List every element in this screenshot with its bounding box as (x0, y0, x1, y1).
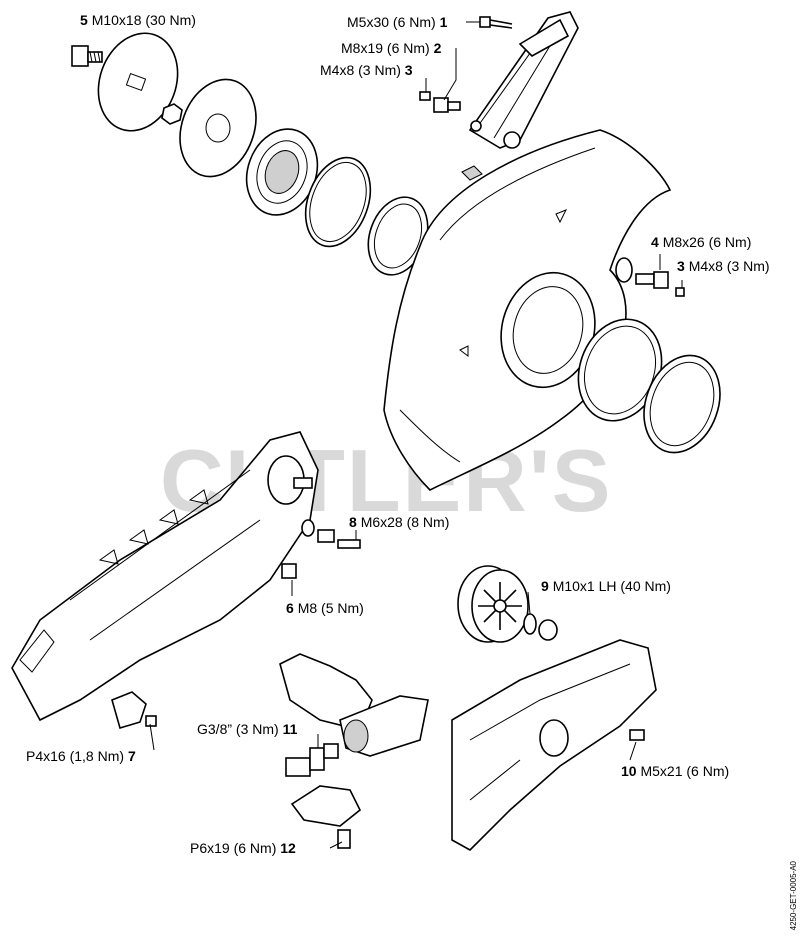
blade-guard (383, 129, 672, 491)
guard-ring-2 (643, 354, 721, 454)
bolt-m10x18 (71, 45, 103, 67)
callout-4: 4 M8x26 (6 Nm) (651, 234, 752, 250)
nut-6 (281, 563, 297, 579)
lock-nut (161, 103, 183, 125)
callout-12: P6x19 (6 Nm) 12 (190, 840, 296, 856)
spacer-ring-1 (304, 156, 372, 248)
screw-2 (433, 97, 461, 113)
handle-bracket (279, 653, 429, 757)
callout-8: 8 M6x28 (8 Nm) (349, 514, 450, 530)
bolt-8 (301, 519, 361, 549)
screw-7 (111, 691, 157, 729)
callout-3-right: 3 M4x8 (3 Nm) (677, 258, 770, 274)
callout-6: 6 M8 (5 Nm) (286, 600, 364, 616)
inner-flange (179, 78, 257, 178)
screw-3-top (419, 91, 431, 101)
screw-10 (629, 729, 645, 741)
screw-1 (479, 16, 513, 29)
document-id: 4250-GET-0005-A0 (789, 860, 798, 930)
callout-7: P4x16 (1,8 Nm) 7 (26, 748, 136, 764)
callout-2: M8x19 (6 Nm) 2 (341, 40, 442, 56)
callout-1: M5x30 (6 Nm) 1 (347, 14, 448, 30)
square-nut (461, 165, 483, 181)
callout-11: G3/8” (3 Nm) 11 (197, 721, 298, 737)
screw-12 (337, 829, 351, 849)
washer-9 (523, 613, 537, 635)
belt-pulley (457, 565, 529, 643)
nut-9 (538, 619, 558, 641)
callout-9: 9 M10x1 LH (40 Nm) (541, 578, 671, 594)
belt-cover (451, 639, 657, 851)
guard-adjust-arm (468, 11, 579, 149)
bolt-4 (615, 257, 685, 297)
fitting-11 (285, 743, 339, 777)
mounting-plate (290, 785, 362, 827)
callout-5: 5 M10x18 (30 Nm) (80, 12, 196, 28)
callout-3-top: M4x8 (3 Nm) 3 (320, 62, 413, 78)
callout-10: 10 M5x21 (6 Nm) (621, 763, 730, 779)
cutter-arm (11, 431, 319, 722)
outer-flange (97, 32, 179, 132)
